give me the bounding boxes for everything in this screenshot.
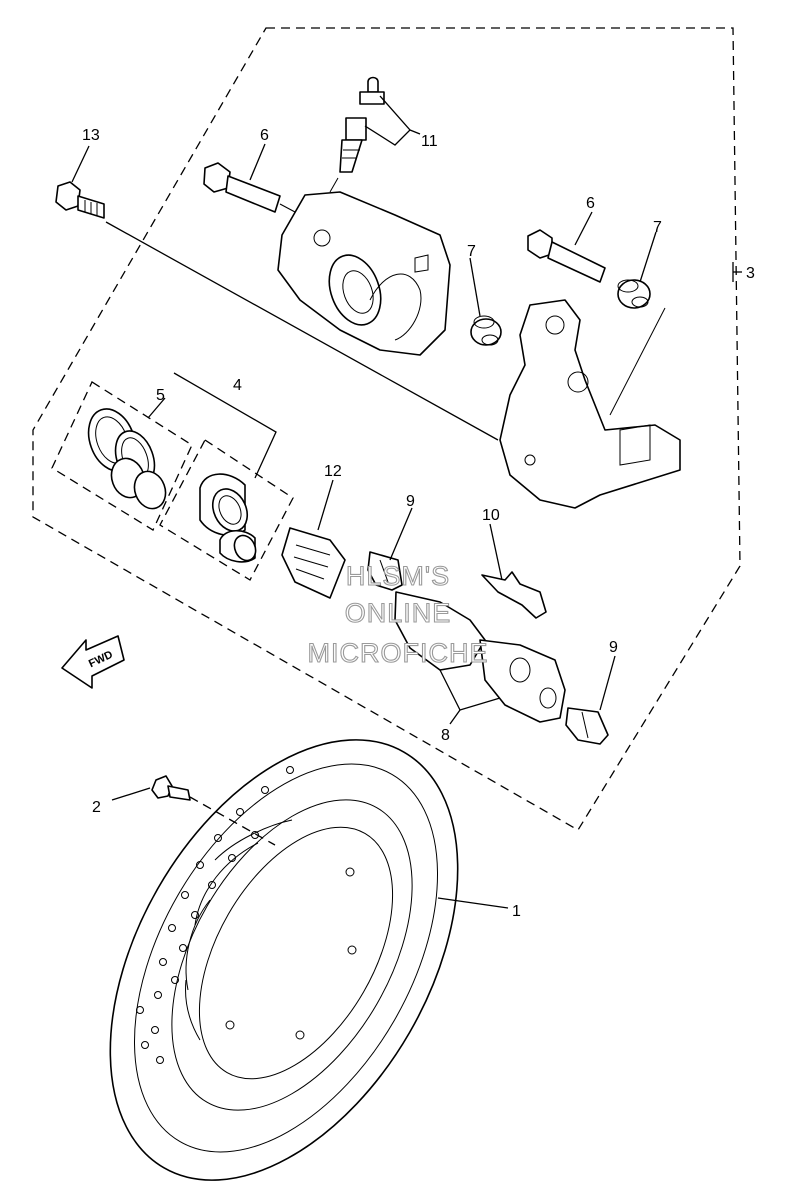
pin-boot-right <box>617 279 651 309</box>
brake-pads <box>394 591 566 723</box>
pad-clip-lower <box>565 707 609 745</box>
callout-11: 11 <box>421 133 438 150</box>
watermark: HLSM'S ONLINE MICROFICHE <box>307 560 489 668</box>
watermark-line-1: HLSM'S <box>346 561 450 591</box>
pad-shim <box>281 527 346 599</box>
leader-lines <box>71 95 742 909</box>
pad-spring <box>481 571 547 619</box>
piston-seals <box>87 408 167 510</box>
disc-bolt <box>151 775 191 801</box>
callout-2: 2 <box>92 799 101 816</box>
pistons <box>199 473 257 563</box>
piston-kit-boundary <box>159 439 294 581</box>
callout-4: 4 <box>233 377 242 394</box>
callout-7-left: 7 <box>467 243 476 260</box>
forward-direction-arrow: FWD <box>61 635 125 689</box>
callout-12: 12 <box>324 463 342 480</box>
callout-9-upper: 9 <box>406 493 415 510</box>
watermark-line-2: ONLINE <box>345 598 452 628</box>
callouts: 13 6 11 7 6 7 3 4 5 12 9 10 9 8 2 1 <box>82 127 755 920</box>
caliper-body <box>277 191 451 356</box>
callout-6-right: 6 <box>586 195 595 212</box>
callout-10: 10 <box>482 507 500 524</box>
callout-9-lower: 9 <box>609 639 618 656</box>
callout-3: 3 <box>746 265 755 282</box>
callout-13: 13 <box>82 127 100 144</box>
caliper-bracket <box>499 299 681 509</box>
caliper-mounting-bolt <box>55 181 105 219</box>
watermark-line-3: MICROFICHE <box>308 638 489 668</box>
slide-pin-bolt-left <box>203 162 281 213</box>
callout-6-left: 6 <box>260 127 269 144</box>
callout-5: 5 <box>156 387 165 404</box>
pin-boot-left <box>470 315 502 346</box>
caliper-assembly-boundary <box>32 27 741 831</box>
callout-1: 1 <box>512 903 521 920</box>
pad-clip-upper <box>367 551 403 591</box>
seal-kit-boundary <box>51 381 193 531</box>
brake-disc <box>109 739 459 1181</box>
callout-8: 8 <box>441 727 450 744</box>
bleed-screw <box>339 76 385 173</box>
callout-7-right: 7 <box>653 219 662 236</box>
slide-pin-bolt-right <box>527 229 606 283</box>
